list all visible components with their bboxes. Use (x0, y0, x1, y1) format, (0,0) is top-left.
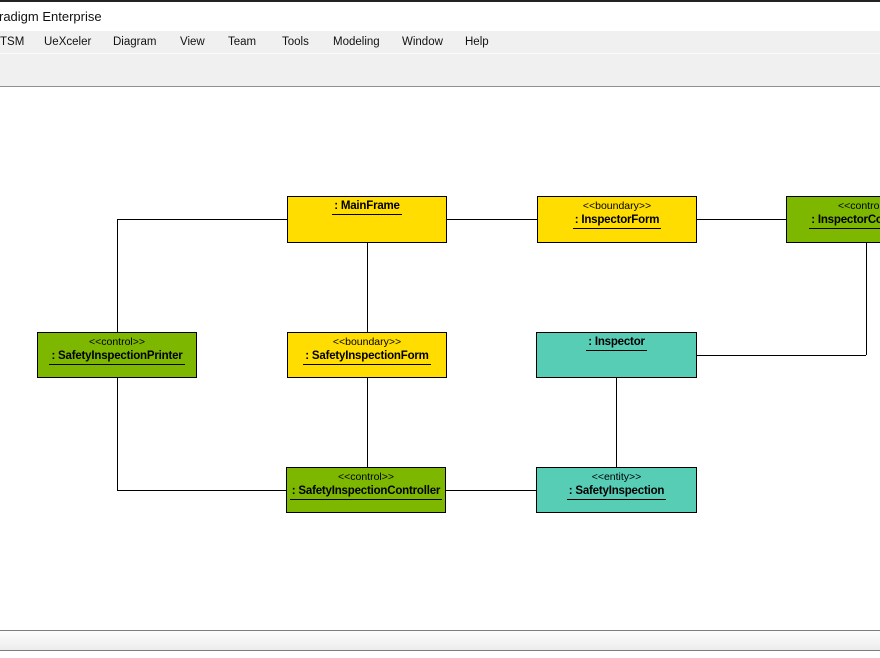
node-stereotype: <<control>> (337, 471, 395, 483)
node-name: : SafetyInspectionController (289, 484, 443, 500)
menu-item-view[interactable]: View (180, 36, 205, 48)
node-stereotype: <<boundary>> (332, 336, 402, 348)
node-name: : SafetyInspectionPrinter (49, 349, 185, 365)
status-bar (0, 630, 880, 651)
menu-item-diagram[interactable]: Diagram (113, 36, 157, 48)
menu-item-tsm[interactable]: TSM (0, 36, 25, 48)
node-inspector-form[interactable]: <<boundary>> : InspectorForm (537, 196, 697, 243)
node-name: : SafetyInspectionForm (303, 349, 431, 365)
node-name: : InspectorForm (572, 213, 662, 229)
menu-item-window[interactable]: Window (402, 36, 443, 48)
node-name: : InspectorController (809, 213, 880, 229)
edge-mainframe-inspectorform[interactable] (447, 219, 537, 220)
node-stereotype: <<control>> (837, 200, 880, 212)
edge-mainframe-printer-vertical[interactable] (117, 219, 118, 332)
edge-printer-controller-vertical[interactable] (117, 378, 118, 490)
node-safety-inspection-printer[interactable]: <<control>> : SafetyInspectionPrinter (37, 332, 197, 378)
window-titlebar: radigm Enterprise (0, 2, 880, 31)
node-name: : MainFrame (332, 199, 402, 215)
edge-controller-safetyinspection[interactable] (446, 490, 536, 491)
edge-inspectorcontroller-inspector-vertical[interactable] (866, 243, 867, 355)
menu-item-tools[interactable]: Tools (282, 36, 309, 48)
menu-item-team[interactable]: Team (228, 36, 257, 48)
bottom-strip (0, 651, 880, 658)
node-safety-inspection[interactable]: <<entity>> : SafetyInspection (536, 467, 697, 513)
edge-inspectorform-inspectorcontroller[interactable] (697, 219, 786, 220)
menu-item-uexceler[interactable]: UeXceler (44, 36, 92, 48)
menu-item-help[interactable]: Help (465, 36, 489, 48)
edge-printer-controller-horizontal[interactable] (117, 490, 286, 491)
edge-mainframe-printer-horizontal[interactable] (117, 219, 287, 220)
node-stereotype: <<boundary>> (582, 200, 652, 212)
edge-mainframe-safetyinspectionform[interactable] (367, 243, 368, 332)
menu-item-modeling[interactable]: Modeling (333, 36, 380, 48)
edge-inspector-safetyinspection[interactable] (616, 378, 617, 467)
node-safety-inspection-controller[interactable]: <<control>> : SafetyInspectionController (286, 467, 446, 513)
node-mainframe[interactable]: : MainFrame (287, 196, 447, 243)
node-name: : SafetyInspection (566, 484, 667, 500)
edge-inspectorcontroller-inspector-horizontal[interactable] (697, 355, 866, 356)
menu-bar: TSM UeXceler Diagram View Team Tools Mod… (0, 31, 880, 53)
node-inspector-controller[interactable]: <<control>> : InspectorController (786, 196, 880, 243)
window-title: radigm Enterprise (0, 9, 102, 24)
window-top-border (0, 0, 880, 2)
node-inspector[interactable]: : Inspector (536, 332, 697, 378)
toolbar-area (0, 53, 880, 87)
node-name: : Inspector (586, 335, 647, 351)
node-stereotype: <<entity>> (591, 471, 642, 483)
node-safety-inspection-form[interactable]: <<boundary>> : SafetyInspectionForm (287, 332, 447, 378)
node-stereotype: <<control>> (88, 336, 146, 348)
edge-safetyinspectionform-controller[interactable] (367, 378, 368, 467)
